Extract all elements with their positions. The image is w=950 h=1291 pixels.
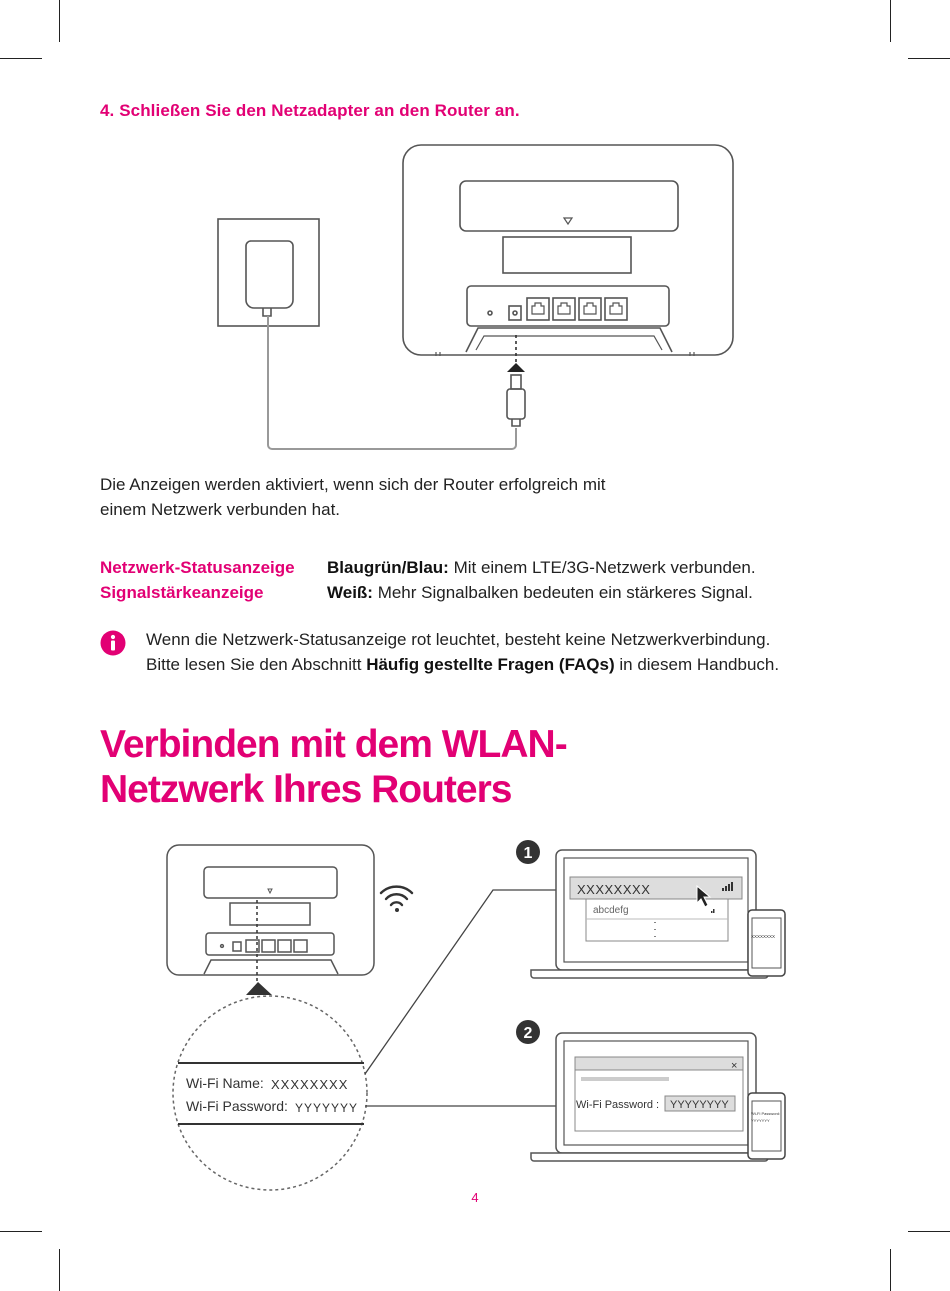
crop-mark [890, 1249, 891, 1291]
dialog-password-label: Wi-Fi Password : [576, 1099, 659, 1111]
legend-key-network-status: Netzwerk-Statusanzeige [100, 558, 295, 577]
crop-mark [59, 1249, 60, 1291]
router-small [166, 844, 375, 976]
phone-password-label: Wi-Fi Password: [751, 1111, 780, 1116]
heading-line-1: Verbinden mit dem WLAN- [100, 723, 568, 766]
wifi-name-value: XXXXXXXX [271, 1077, 348, 1092]
label-magnifier [172, 995, 368, 1191]
network-selected: XXXXXXXX [577, 882, 650, 897]
page-number: 4 [471, 1190, 479, 1205]
legend-text: Mit einem LTE/3G-Netzwerk verbunden. [448, 558, 756, 577]
crop-mark [0, 1231, 42, 1232]
legend-value-network-status: Blaugrün/Blau: Mit einem LTE/3G-Netzwerk… [327, 558, 756, 578]
heading-line-2: Netzwerk Ihres Routers [100, 768, 512, 811]
section-heading: Verbinden mit dem WLAN- Netzwerk Ihres R… [100, 722, 568, 812]
legend-bold: Blaugrün/Blau: [327, 558, 449, 577]
crop-mark [908, 58, 950, 59]
info-icon [100, 630, 126, 656]
step-1-number: 1 [524, 845, 533, 862]
wifi-name-label: Wi-Fi Name: [186, 1075, 264, 1091]
phone-password-value: YYYYYYY [751, 1118, 770, 1123]
step-2-badge [516, 1020, 540, 1044]
info-text-post: in diesem Handbuch. [614, 655, 780, 674]
network-other: abcdefg [593, 905, 629, 916]
step-2-number: 2 [524, 1025, 533, 1042]
phone-network-text: XXXXXXXX [751, 934, 775, 939]
dialog-close-icon: × [731, 1060, 737, 1072]
intro-paragraph: Die Anzeigen werden aktiviert, wenn sich… [100, 472, 606, 522]
legend-value-signal-strength: Weiß: Mehr Signalbalken bedeuten ein stä… [327, 583, 753, 603]
router-power-illustration [217, 144, 734, 450]
legend-bold: Weiß: [327, 583, 373, 602]
step-title: 4. Schließen Sie den Netzadapter an den … [100, 101, 520, 120]
signal-icon [711, 882, 733, 913]
crop-mark [59, 0, 60, 42]
cursor-icon [696, 884, 712, 908]
step-1-badge [516, 840, 540, 864]
crop-mark [908, 1231, 950, 1232]
info-line-2: Bitte lesen Sie den Abschnitt Häufig ges… [146, 652, 779, 677]
faq-reference: Häufig gestellte Fragen (FAQs) [366, 655, 615, 674]
info-note: Wenn die Netzwerk-Statusanzeige rot leuc… [146, 627, 779, 677]
legend-key-signal-strength: Signalstärkeanzeige [100, 583, 264, 602]
wifi-password-label: Wi-Fi Password: [186, 1098, 288, 1114]
dialog-password-value: YYYYYYYY [670, 1099, 729, 1111]
crop-mark [890, 0, 891, 42]
wifi-connection-diagram: 1 2 Wi-Fi Name: XXXXXXXX Wi-Fi Password:… [166, 840, 786, 1191]
crop-mark [0, 58, 42, 59]
legend-text: Mehr Signalbalken bedeuten ein stärkeres… [372, 583, 753, 602]
intro-line-2: einem Netzwerk verbunden hat. [100, 500, 341, 519]
intro-line-1: Die Anzeigen werden aktiviert, wenn sich… [100, 475, 606, 494]
wifi-password-value: YYYYYYY [295, 1101, 358, 1115]
info-text-pre: Bitte lesen Sie den Abschnitt [146, 655, 367, 674]
wifi-icon [379, 885, 414, 912]
info-line-1: Wenn die Netzwerk-Statusanzeige rot leuc… [146, 630, 771, 649]
